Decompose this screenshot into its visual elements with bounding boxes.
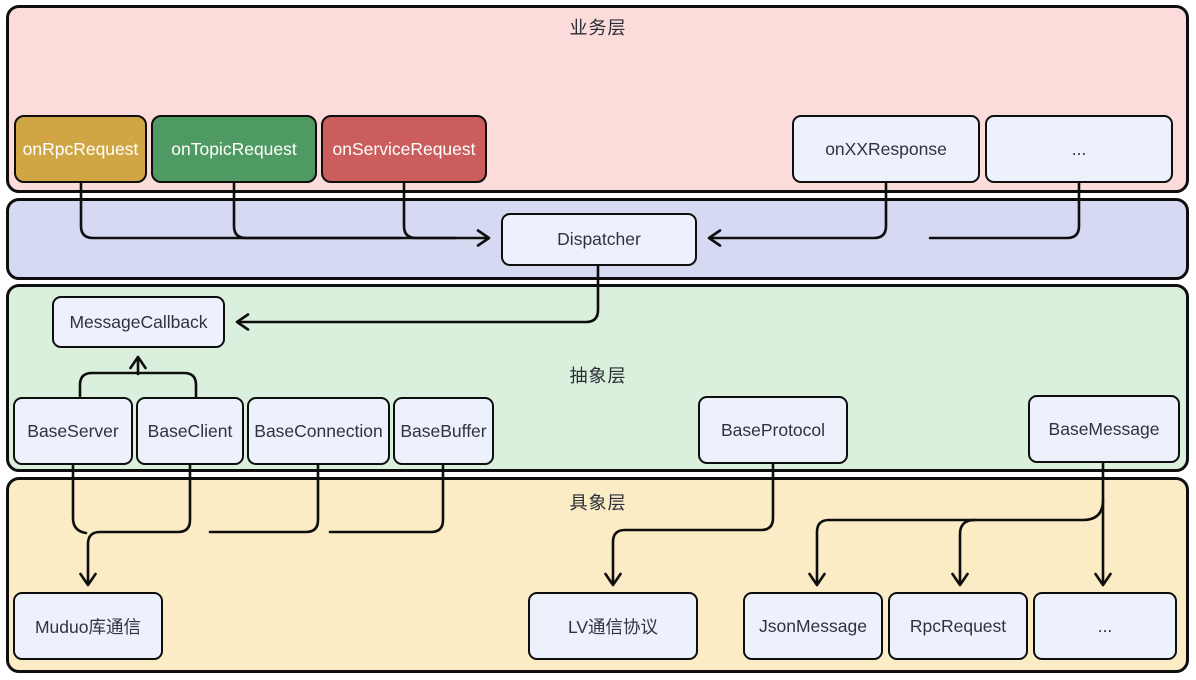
node-rpcrequest-label: RpcRequest [909, 615, 1007, 636]
node-dispatcher: Dispatcher [501, 213, 697, 266]
node-jsonmessage: JsonMessage [743, 592, 883, 660]
node-basebuffer: BaseBuffer [393, 397, 494, 465]
node-baseclient-label: BaseClient [147, 420, 233, 441]
node-onservicerequest-label: onServiceRequest [332, 138, 476, 159]
node-muduo-comm-label: Muduo库通信 [34, 616, 141, 637]
node-onservicerequest: onServiceRequest [321, 115, 487, 183]
node-onrpcrequest-label: onRpcRequest [22, 138, 139, 159]
node-onxxresponse: onXXResponse [792, 115, 980, 183]
node-messagecallback-label: MessageCallback [69, 311, 208, 332]
node-basemessage: BaseMessage [1028, 395, 1180, 463]
node-concrete-ellipsis-label: ... [1097, 615, 1113, 636]
node-baseserver-label: BaseServer [27, 420, 119, 441]
node-baseconnection-label: BaseConnection [254, 420, 383, 441]
node-onxxresponse-label: onXXResponse [825, 138, 947, 159]
node-baseclient: BaseClient [136, 397, 244, 465]
node-basebuffer-label: BaseBuffer [400, 420, 487, 441]
node-concrete-ellipsis: ... [1033, 592, 1177, 660]
node-baseserver: BaseServer [13, 397, 133, 465]
concrete-layer-title: 具象层 [569, 493, 627, 513]
node-baseconnection: BaseConnection [247, 397, 390, 465]
node-rpcrequest: RpcRequest [888, 592, 1028, 660]
node-baseprotocol: BaseProtocol [698, 396, 848, 464]
node-business-ellipsis: ... [985, 115, 1173, 183]
abstract-layer-title: 抽象层 [569, 366, 627, 386]
node-dispatcher-label: Dispatcher [557, 229, 641, 249]
node-baseprotocol-label: BaseProtocol [720, 419, 826, 440]
node-onrpcrequest: onRpcRequest [14, 115, 147, 183]
node-ontopicrequest: onTopicRequest [151, 115, 317, 183]
node-muduo-comm: Muduo库通信 [13, 592, 163, 660]
node-business-ellipsis-label: ... [1071, 138, 1087, 159]
node-lv-protocol: LV通信协议 [528, 592, 698, 660]
node-messagecallback: MessageCallback [52, 296, 225, 348]
business-layer-title: 业务层 [569, 18, 627, 38]
node-jsonmessage-label: JsonMessage [759, 615, 867, 636]
node-lv-protocol-label: LV通信协议 [567, 616, 659, 637]
node-basemessage-label: BaseMessage [1048, 418, 1160, 439]
node-ontopicrequest-label: onTopicRequest [171, 138, 297, 159]
